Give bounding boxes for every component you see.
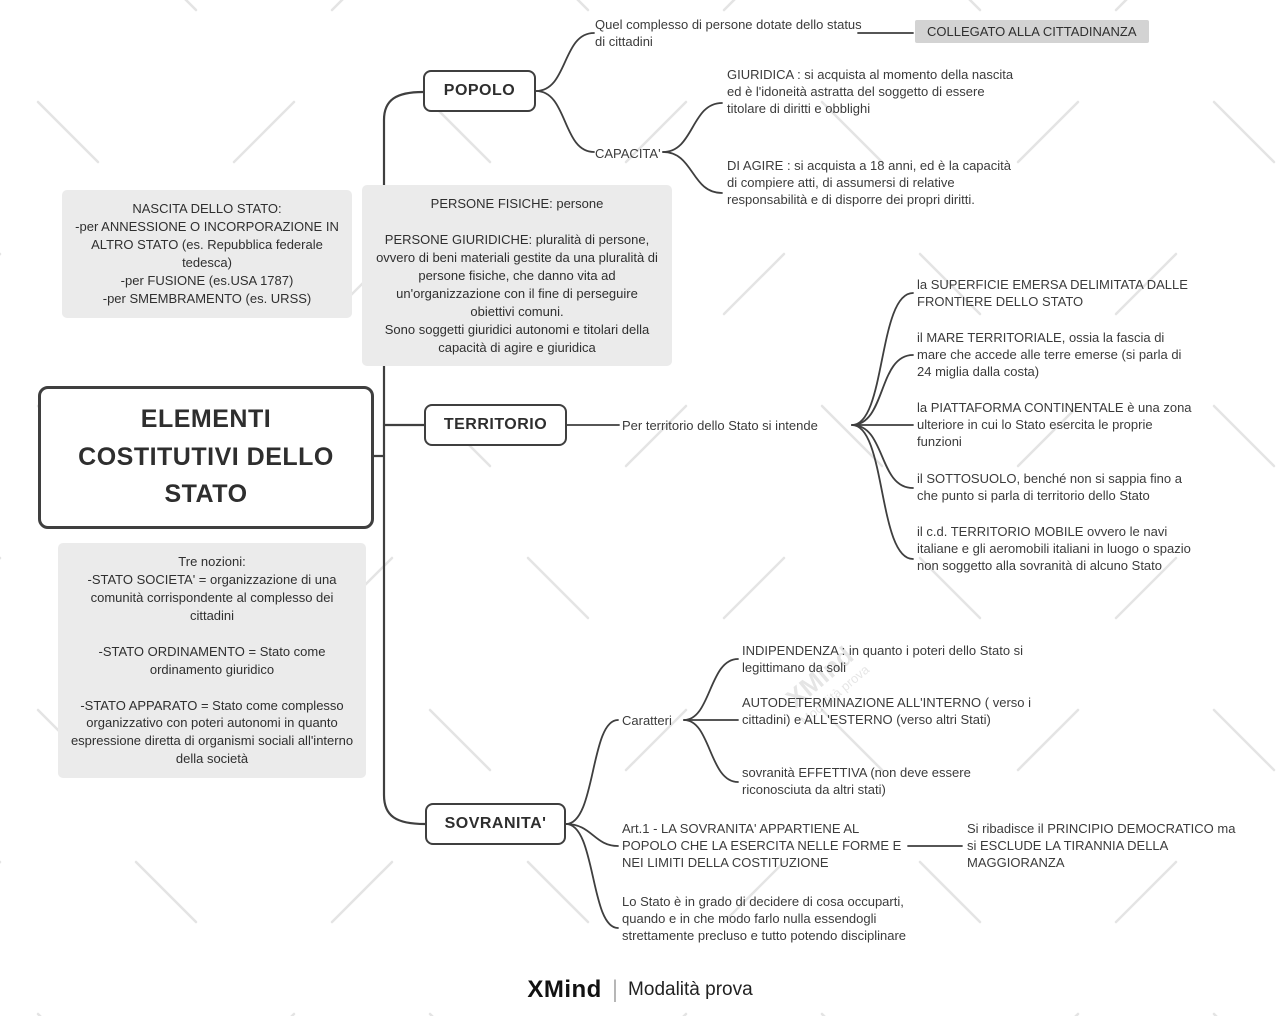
connector-caratteri-indipendenza — [683, 658, 739, 721]
connector-sovranita-lostato — [565, 823, 619, 929]
footer-branding: XMind | Modalità prova — [0, 976, 1280, 1004]
topic-territorio-label: TERRITORIO — [443, 416, 548, 433]
topic-principio-democratico[interactable]: Si ribadisce il PRINCIPIO DEMOCRATICO ma… — [967, 821, 1236, 871]
connector-popolo-status — [535, 32, 595, 92]
topic-status-cittadini[interactable]: Quel complesso di persone dotate dello s… — [595, 17, 862, 50]
topic-popolo[interactable]: POPOLO — [423, 70, 536, 112]
topic-indipendenza[interactable]: INDIPENDENZA : in quanto i poteri dello … — [742, 643, 1024, 676]
footer-trial-mode-label: Modalità prova — [628, 979, 753, 1000]
topic-territorio-mobile[interactable]: il c.d. TERRITORIO MOBILE ovvero le navi… — [917, 524, 1191, 574]
footer-separator: | — [611, 976, 619, 1003]
connector-territorio-item1 — [851, 292, 914, 426]
connector-popolo-capacita — [535, 90, 595, 153]
topic-caratteri[interactable]: Caratteri — [622, 713, 672, 728]
topic-autodeterminazione[interactable]: AUTODETERMINAZIONE ALL'INTERNO ( verso i… — [742, 695, 1032, 728]
central-topic-label: ELEMENTI COSTITUTIVI DELLO STATO — [78, 405, 334, 508]
connector-territorio-item4 — [851, 424, 914, 489]
connector-capacita-giuridica — [662, 102, 723, 153]
note-nascita-dello-stato[interactable]: NASCITA DELLO STATO: -per ANNESSIONE O I… — [62, 190, 352, 318]
topic-piattaforma-continentale[interactable]: la PIATTAFORMA CONTINENTALE è una zona u… — [917, 400, 1192, 450]
label-collegato-cittadinanza[interactable]: COLLEGATO ALLA CITTADINANZA — [915, 20, 1149, 43]
topic-mare-territoriale[interactable]: il MARE TERRITORIALE, ossia la fascia di… — [917, 330, 1182, 380]
topic-territorio-intro[interactable]: Per territorio dello Stato si intende — [622, 418, 818, 433]
central-topic[interactable]: ELEMENTI COSTITUTIVI DELLO STATO — [38, 386, 374, 529]
topic-lo-stato-decide[interactable]: Lo Stato è in grado di decidere di cosa … — [622, 894, 907, 944]
topic-popolo-label: POPOLO — [443, 82, 516, 99]
topic-territorio[interactable]: TERRITORIO — [424, 404, 567, 446]
topic-sovranita[interactable]: SOVRANITA' — [425, 803, 566, 845]
topic-capacita[interactable]: CAPACITA' — [595, 146, 661, 161]
topic-art1-sovranita[interactable]: Art.1 - LA SOVRANITA' APPARTIENE AL POPO… — [622, 821, 902, 871]
topic-capacita-di-agire[interactable]: DI AGIRE : si acquista a 18 anni, ed è l… — [727, 158, 1011, 208]
topic-sottosuolo[interactable]: il SOTTOSUOLO, benché non si sappia fino… — [917, 471, 1182, 504]
note-persone-fisiche-giuridiche[interactable]: PERSONE FISICHE: persone PERSONE GIURIDI… — [362, 185, 672, 367]
xmind-logo: XMind — [527, 976, 602, 1003]
topic-superficie-emersa[interactable]: la SUPERFICIE EMERSA DELIMITATA DALLE FR… — [917, 277, 1188, 310]
connector-sovranita-art1 — [565, 823, 619, 847]
topic-sovranita-label: SOVRANITA' — [444, 815, 547, 832]
topic-capacita-giuridica[interactable]: GIURIDICA : si acquista al momento della… — [727, 67, 1014, 117]
connector-territorio-item5 — [851, 424, 914, 560]
connector-territorio-item2 — [851, 354, 914, 426]
topic-sovranita-effettiva[interactable]: sovranità EFFETTIVA (non deve essere ric… — [742, 765, 971, 798]
note-tre-nozioni[interactable]: Tre nozioni: -STATO SOCIETA' = organizza… — [58, 543, 366, 779]
connector-capacita-diagire — [662, 151, 723, 194]
connector-sovranita-caratteri — [565, 719, 619, 825]
connector-caratteri-effettiva — [683, 719, 739, 783]
